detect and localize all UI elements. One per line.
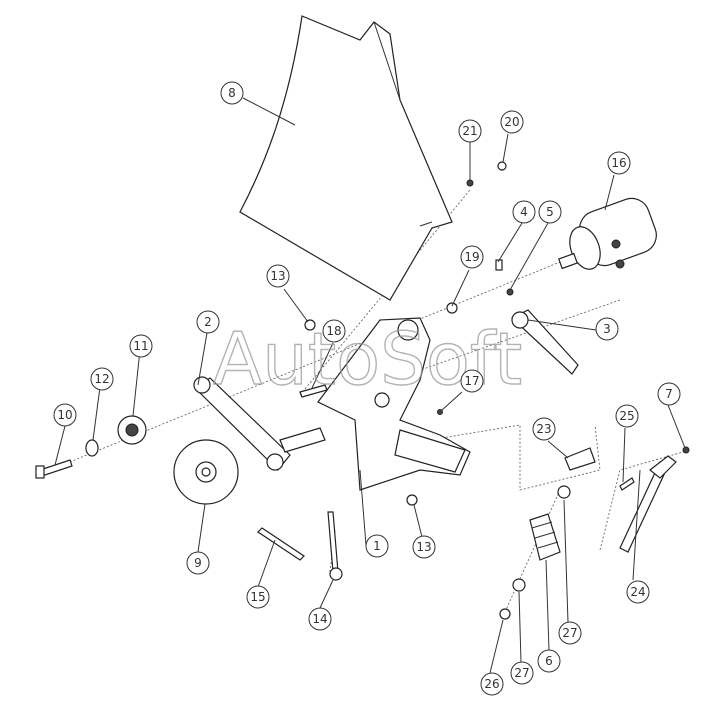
callout-16: 16	[607, 151, 631, 175]
callout-label: 27	[562, 626, 577, 640]
callout-label: 3	[603, 322, 611, 336]
callout-label: 15	[250, 590, 265, 604]
callout-label: 17	[464, 374, 479, 388]
callout-19: 19	[460, 245, 484, 269]
main-bracket-part	[317, 317, 471, 491]
callout-26: 26	[480, 672, 504, 696]
small-fasteners	[299, 161, 690, 620]
callout-label: 7	[665, 387, 673, 401]
pin-15-part	[257, 527, 305, 561]
callout-15: 15	[246, 585, 270, 609]
small-sprocket-part	[117, 415, 147, 445]
callout-27-right: 27	[558, 621, 582, 645]
callout-13-upper: 13	[266, 264, 290, 288]
callout-23: 23	[532, 417, 556, 441]
callout-label: 2	[204, 315, 212, 329]
callout-label: 24	[630, 585, 645, 599]
callout-label: 12	[94, 372, 109, 386]
callout-18: 18	[322, 319, 346, 343]
callout-label: 8	[228, 86, 236, 100]
callout-label: 13	[270, 269, 285, 283]
arm-linkage-part	[193, 376, 326, 471]
hydraulic-motor-part	[558, 197, 657, 270]
callout-9: 9	[186, 551, 210, 575]
callout-7: 7	[657, 382, 681, 406]
callout-6: 6	[537, 649, 561, 673]
callout-label: 21	[462, 124, 477, 138]
callout-label: 6	[545, 654, 553, 668]
callout-label: 5	[546, 205, 554, 219]
callout-label: 27	[514, 666, 529, 680]
lever-part	[510, 309, 579, 375]
callout-20: 20	[500, 110, 524, 134]
washer-12-part	[85, 439, 99, 457]
callout-25: 25	[615, 404, 639, 428]
callout-21: 21	[458, 119, 482, 143]
callout-14: 14	[308, 607, 332, 631]
callout-label: 18	[326, 324, 341, 338]
callout-12: 12	[90, 367, 114, 391]
callout-4: 4	[512, 200, 536, 224]
callout-label: 20	[504, 115, 519, 129]
callout-label: 13	[416, 540, 431, 554]
bushing-part	[564, 447, 596, 471]
callout-leaders	[54, 97, 686, 674]
callout-label: 10	[57, 408, 72, 422]
callout-5: 5	[538, 200, 562, 224]
callout-label: 26	[484, 677, 499, 691]
callout-10: 10	[53, 403, 77, 427]
callout-3: 3	[595, 317, 619, 341]
callout-27-bottom: 27	[510, 661, 534, 685]
adjuster-rod-part	[619, 455, 677, 553]
bolt-10-part	[35, 459, 73, 479]
callout-24: 24	[626, 580, 650, 604]
pin-14-part	[327, 511, 343, 581]
callout-labels: 1 2 3 4 5 6 7 8 9 10 11 12 13 13 14 15 1…	[53, 81, 681, 696]
shield-cover-part	[239, 15, 453, 301]
callout-label: 1	[373, 539, 381, 553]
large-sprocket-part	[173, 439, 239, 505]
callout-label: 14	[312, 612, 327, 626]
callout-label: 4	[520, 205, 528, 219]
spring-part	[529, 513, 561, 561]
callout-label: 19	[464, 250, 479, 264]
callout-label: 23	[536, 422, 551, 436]
callout-label: 25	[619, 409, 634, 423]
callout-label: 11	[133, 339, 148, 353]
callout-2: 2	[196, 310, 220, 334]
callout-label: 16	[611, 156, 626, 170]
callout-1: 1	[365, 534, 389, 558]
callout-8: 8	[220, 81, 244, 105]
callout-label: 9	[194, 556, 202, 570]
callout-17: 17	[460, 369, 484, 393]
callout-11: 11	[129, 334, 153, 358]
callout-13-lower: 13	[412, 535, 436, 559]
